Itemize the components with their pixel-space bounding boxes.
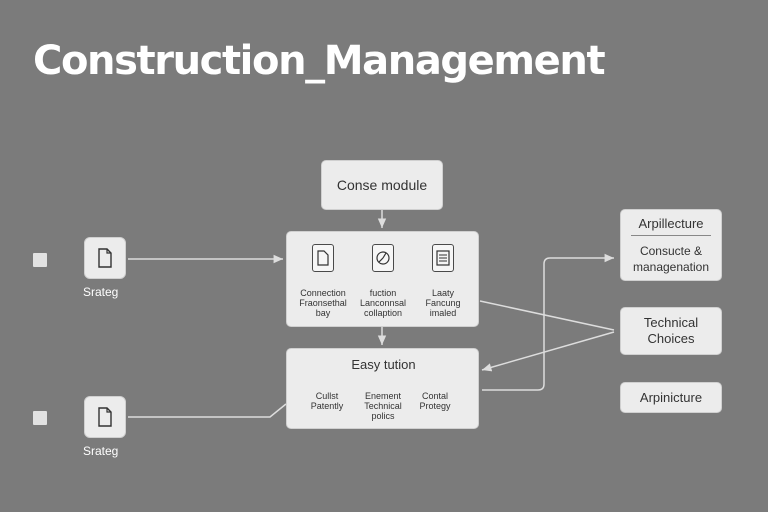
left-bottom-document-tile[interactable] <box>84 396 126 438</box>
arrow-technical-to-lower <box>481 331 615 372</box>
left-bottom-label: Srateg <box>83 444 119 458</box>
left-top-document-tile[interactable] <box>84 237 126 279</box>
hub-box[interactable]: Connection Fraonsethal bay fuction Lanco… <box>286 231 479 327</box>
technical-choices-box[interactable]: Technical Choices <box>620 307 722 355</box>
arpinicture-box[interactable]: Arpinicture <box>620 382 722 413</box>
hub-item-1-text: Connection Fraonsethal bay <box>299 288 347 318</box>
left-marker-top <box>33 253 47 267</box>
architecture-box[interactable]: Arpillecture Consucte & managenation <box>620 209 722 281</box>
hub-item-1-icon <box>312 244 334 272</box>
lower-item-2-text: Enement Technical polics <box>364 391 402 421</box>
arrow-lower-to-architecture <box>482 253 614 391</box>
top-module-label: Conse module <box>336 177 428 193</box>
hub-item-2-text: fuction Lanconnsal collaption <box>359 288 407 318</box>
list-icon <box>436 250 450 266</box>
architecture-title: Arpillecture <box>638 216 704 231</box>
technical-choices-line2: Choices <box>647 331 695 346</box>
hub-item-3-icon <box>432 244 454 272</box>
document-icon <box>98 248 112 268</box>
architecture-subtitle: Consucte & managenation <box>632 244 710 274</box>
top-module-box[interactable]: Conse module <box>321 160 443 210</box>
lower-box[interactable]: Easy tution Cullst Patently Enement Tech… <box>286 348 479 429</box>
document-icon <box>317 250 329 266</box>
arpinicture-label: Arpinicture <box>639 390 703 405</box>
hub-item-2-icon <box>372 244 394 272</box>
lower-box-title: Easy tution <box>351 357 416 372</box>
left-marker-bottom <box>33 411 47 425</box>
left-top-label: Srateg <box>83 285 119 299</box>
hub-item-3-text: Laaty Fancung imaled <box>425 288 461 318</box>
line-hub-to-technical <box>479 300 615 331</box>
technical-choices-line1: Technical <box>643 315 699 330</box>
lower-item-3-text: Contal Protegy <box>419 391 451 411</box>
lower-item-1-text: Cullst Patently <box>310 391 344 411</box>
architecture-divider <box>631 235 711 236</box>
document-icon <box>98 407 112 427</box>
line-left-bottom-to-lower <box>128 403 287 418</box>
chart-icon <box>376 251 390 265</box>
page-title: Construction_Management <box>33 38 606 84</box>
